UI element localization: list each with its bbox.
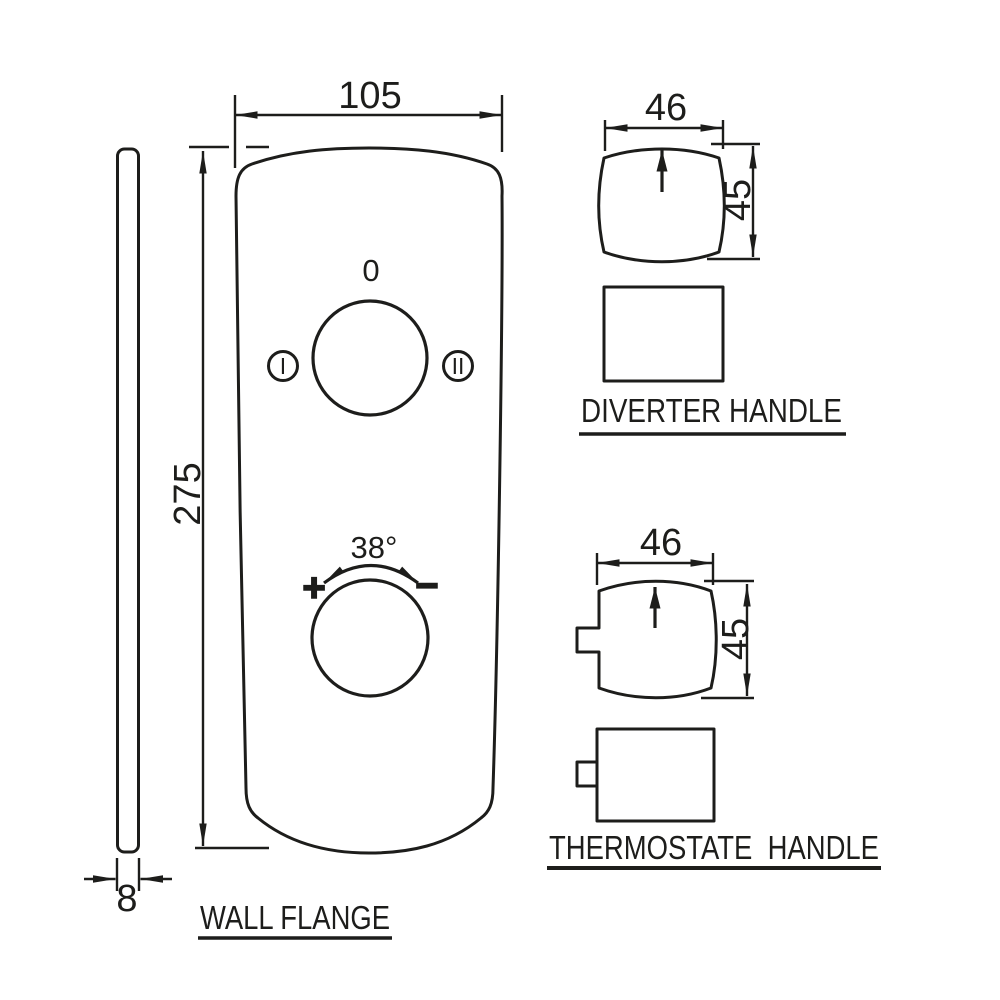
- wall-flange-title: WALL FLANGE: [200, 899, 390, 936]
- thermostat-knob: 38° + −: [302, 530, 439, 698]
- flange-height-dimension-label: 275: [167, 462, 209, 525]
- knob-position-off-label: 0: [362, 253, 379, 288]
- diverter-knob: 0 I II: [267, 253, 474, 417]
- flange-width-dimension-label: 105: [338, 75, 401, 117]
- side-profile-outline: [116, 147, 140, 854]
- thermostat-handle-front-tab: [575, 760, 599, 788]
- diverter-width-dimension-label: 46: [645, 87, 687, 129]
- knob-angle-label: 38°: [351, 530, 398, 565]
- diverter-handle-view: 46 45 DIVERTER HANDLE: [579, 87, 846, 436]
- thermostat-handle-title: THERMOSTATE HANDLE: [549, 829, 879, 866]
- thermostat-height-dimension-label: 45: [715, 618, 757, 660]
- thermostat-handle-view: 46 45 THERMOSTATE HANDLE: [547, 522, 881, 870]
- rotation-range-arrow: [323, 564, 419, 585]
- thermostat-width-dimension-label: 46: [640, 522, 682, 564]
- diverter-handle-title: DIVERTER HANDLE: [581, 392, 842, 429]
- knob-colder-label: −: [415, 564, 438, 608]
- diverter-knob-circle: [311, 299, 429, 417]
- knob-position-two-label: II: [452, 353, 465, 379]
- wall-flange-view: 105 275 0 I II 38° + − WALL FLANGE: [167, 75, 504, 940]
- side-profile-view: 8: [84, 147, 172, 920]
- knob-position-one-label: I: [280, 353, 286, 379]
- knob-position-one-circle: [267, 350, 299, 382]
- thermostat-handle-outline: [575, 579, 718, 700]
- diverter-height-dimension-label: 45: [717, 179, 759, 221]
- thermostat-handle-front-outline: [595, 727, 716, 823]
- diverter-handle-outline: [597, 147, 726, 264]
- thickness-dimension-label: 8: [116, 878, 137, 920]
- wall-flange-outline: [234, 146, 504, 855]
- knob-position-two-circle: [442, 350, 474, 382]
- diverter-handle-front-outline: [602, 285, 725, 383]
- thermostat-knob-circle: [310, 578, 430, 698]
